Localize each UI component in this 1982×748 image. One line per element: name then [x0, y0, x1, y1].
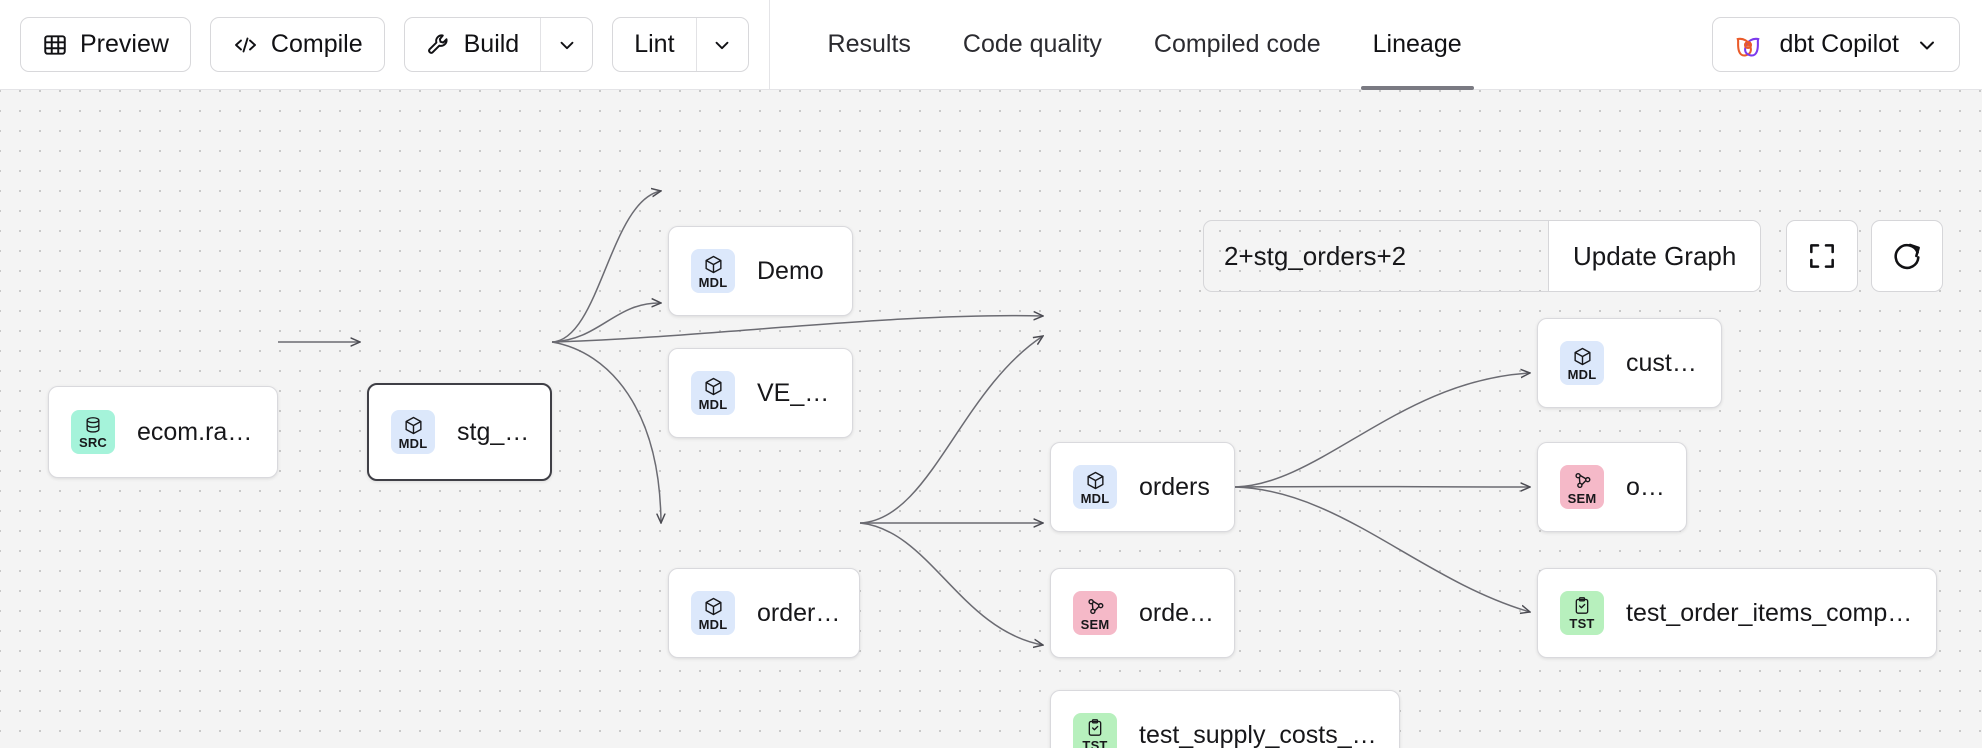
- lineage-node-ve_demo[interactable]: MDL VE_Demo: [668, 348, 853, 438]
- node-type-badge-src: SRC: [71, 410, 115, 454]
- node-label: Demo: [757, 256, 824, 285]
- node-type-badge-mdl: MDL: [691, 249, 735, 293]
- lineage-node-customers[interactable]: MDL customers: [1537, 318, 1722, 408]
- cube-icon: [703, 596, 724, 618]
- preview-button-label: Preview: [80, 30, 169, 58]
- dbt-copilot-label: dbt Copilot: [1779, 30, 1899, 58]
- lineage-canvas[interactable]: Update Graph SRCecom.raw_ordersMDLstg_or…: [0, 90, 1982, 748]
- cube-icon: [1572, 346, 1593, 368]
- node-type-label: SEM: [1567, 490, 1597, 506]
- cube-icon: [703, 254, 724, 276]
- tab-bar: Results Code quality Compiled code Linea…: [768, 0, 1488, 90]
- lint-button[interactable]: Lint: [613, 18, 695, 71]
- preview-button[interactable]: Preview: [20, 17, 191, 72]
- lineage-node-order_items[interactable]: MDL order_items: [668, 568, 860, 658]
- chevron-down-icon: [556, 34, 578, 56]
- tab-lineage[interactable]: Lineage: [1347, 0, 1488, 90]
- toolbar-actions: Preview Compile Build: [0, 0, 749, 90]
- node-label: customers: [1626, 348, 1721, 377]
- compile-button-label: Compile: [270, 30, 363, 58]
- tab-code-quality[interactable]: Code quality: [937, 0, 1128, 90]
- node-type-badge-mdl: MDL: [691, 371, 735, 415]
- network-graph-icon: [1085, 596, 1106, 618]
- chevron-down-icon: [711, 34, 733, 56]
- node-type-label: TST: [1082, 738, 1108, 748]
- node-type-label: TST: [1569, 616, 1595, 631]
- database-icon: [83, 415, 103, 436]
- tab-results[interactable]: Results: [802, 0, 937, 90]
- tab-compiled-code[interactable]: Compiled code: [1128, 0, 1347, 90]
- node-type-label: MDL: [698, 396, 728, 412]
- node-label: orders: [1626, 472, 1686, 501]
- node-label: order_items: [757, 598, 859, 627]
- node-type-label: MDL: [698, 274, 728, 290]
- node-type-label: SEM: [1080, 616, 1110, 632]
- cube-icon: [703, 376, 724, 398]
- node-type-label: SRC: [78, 435, 108, 450]
- node-type-badge-mdl: MDL: [1073, 465, 1117, 509]
- refresh-icon: [1890, 239, 1924, 273]
- node-type-label: MDL: [398, 435, 428, 451]
- node-type-label: MDL: [698, 616, 728, 632]
- node-label: VE_Demo: [757, 378, 852, 407]
- node-type-badge-sem: SEM: [1560, 465, 1604, 509]
- build-button[interactable]: Build: [405, 18, 541, 71]
- lineage-node-ecom_raw_orders[interactable]: SRC ecom.raw_orders: [48, 386, 278, 478]
- node-label: test_supply_costs_sum_correctly: [1139, 720, 1399, 748]
- tab-code-quality-label: Code quality: [962, 30, 1102, 58]
- tab-results-label: Results: [827, 30, 911, 58]
- compile-button[interactable]: Compile: [209, 17, 385, 72]
- node-label: test_order_items_compute_to_bools_c…: [1626, 598, 1936, 627]
- update-graph-button[interactable]: Update Graph: [1548, 221, 1761, 291]
- tab-compiled-code-label: Compiled code: [1153, 30, 1321, 58]
- node-type-label: MDL: [1080, 490, 1110, 506]
- lineage-node-orders_mdl[interactable]: MDL orders: [1050, 442, 1235, 532]
- graph-controls: Update Graph: [1203, 220, 1762, 292]
- clipboard-check-icon: [1572, 596, 1592, 617]
- lineage-node-demo[interactable]: MDL Demo: [668, 226, 853, 316]
- cube-icon: [403, 415, 424, 437]
- table-icon: [42, 32, 68, 58]
- node-type-label: MDL: [1567, 366, 1597, 382]
- wrench-icon: [426, 32, 452, 58]
- cube-icon: [1085, 470, 1106, 492]
- chevron-down-icon: [1915, 33, 1939, 57]
- lineage-node-test_order_items[interactable]: TST test_order_items_compute_to_bools_c…: [1537, 568, 1937, 658]
- node-label: stg_orders: [457, 417, 550, 446]
- build-button-label: Build: [463, 30, 520, 58]
- lineage-node-test_supply[interactable]: TST test_supply_costs_sum_correctly: [1050, 690, 1400, 748]
- node-label: orders: [1139, 472, 1210, 501]
- node-label: order_item: [1139, 598, 1234, 627]
- clipboard-check-icon: [1085, 718, 1105, 739]
- top-toolbar: Preview Compile Build: [0, 0, 1982, 90]
- node-type-badge-sem: SEM: [1073, 591, 1117, 635]
- node-type-badge-mdl: MDL: [1560, 341, 1604, 385]
- update-graph-label: Update Graph: [1573, 240, 1737, 271]
- refresh-graph-button[interactable]: [1871, 220, 1943, 292]
- lineage-node-orders_sem[interactable]: SEM orders: [1537, 442, 1687, 532]
- lineage-node-stg_orders[interactable]: MDL stg_orders: [367, 383, 552, 481]
- lint-button-label: Lint: [634, 30, 675, 58]
- network-graph-icon: [1572, 470, 1593, 492]
- build-button-group: Build: [403, 17, 594, 72]
- dbt-copilot-icon: [1733, 30, 1763, 60]
- tab-lineage-label: Lineage: [1372, 30, 1462, 58]
- node-type-badge-mdl: MDL: [691, 591, 735, 635]
- fit-to-screen-button[interactable]: [1786, 220, 1858, 292]
- fullscreen-icon: [1806, 240, 1838, 272]
- dbt-copilot-button[interactable]: dbt Copilot: [1712, 17, 1960, 72]
- selector-input[interactable]: [1204, 221, 1548, 291]
- lint-dropdown-toggle[interactable]: [695, 18, 748, 71]
- node-type-badge-mdl: MDL: [391, 410, 435, 454]
- lineage-node-order_item_sem[interactable]: SEM order_item: [1050, 568, 1235, 658]
- lint-button-group: Lint: [612, 17, 749, 72]
- build-dropdown-toggle[interactable]: [540, 18, 592, 71]
- code-icon: [232, 33, 259, 57]
- node-type-badge-tst: TST: [1073, 713, 1117, 748]
- node-type-badge-tst: TST: [1560, 591, 1604, 635]
- node-label: ecom.raw_orders: [137, 417, 277, 446]
